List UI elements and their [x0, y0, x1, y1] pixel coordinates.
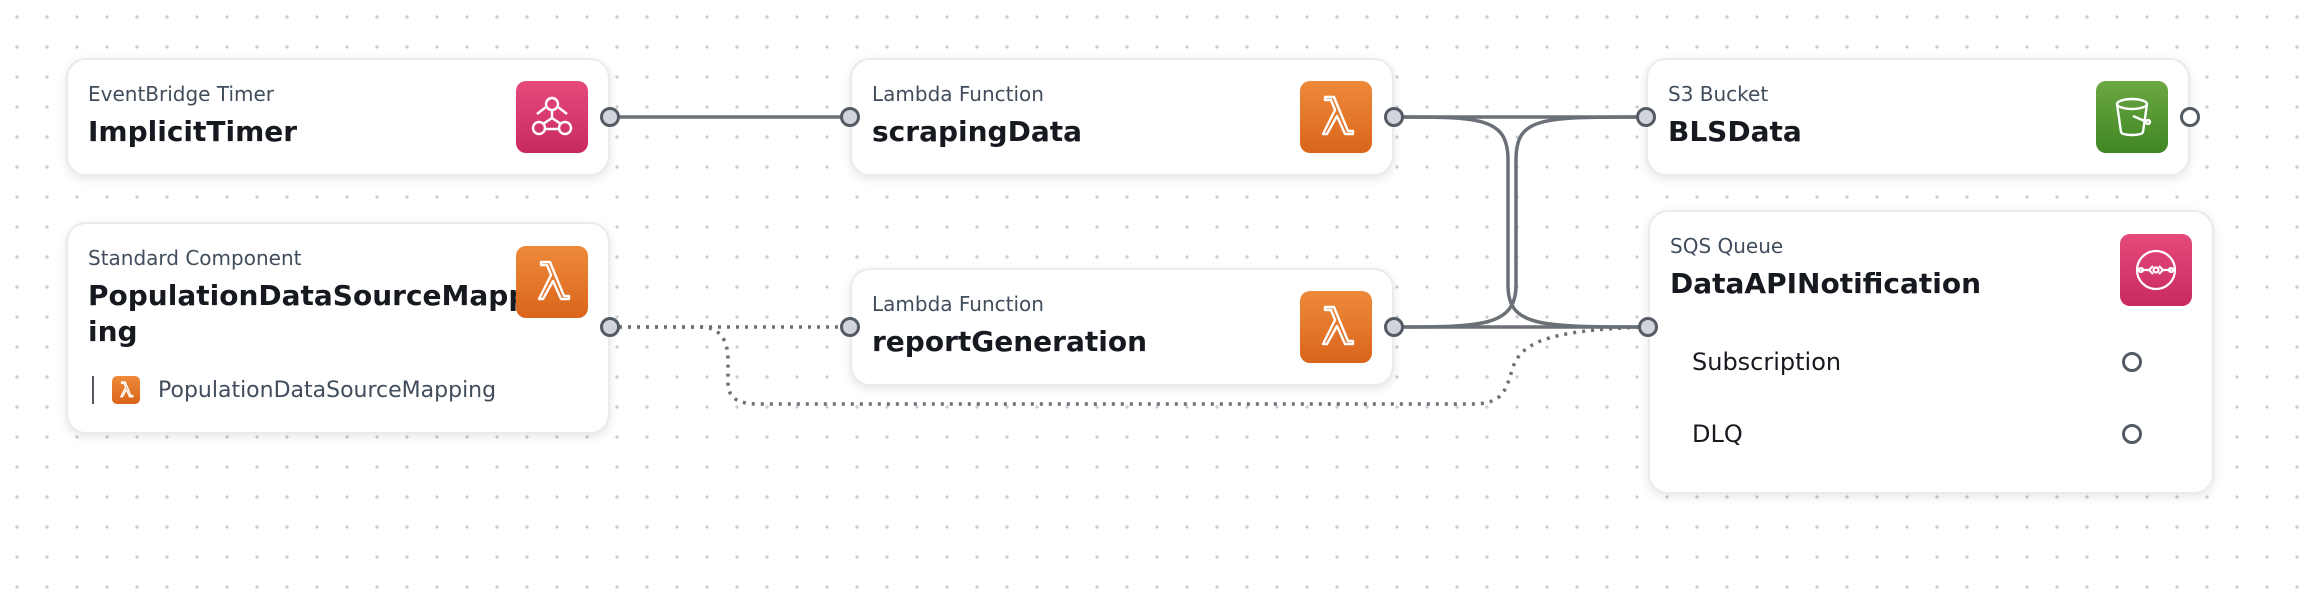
eventbridge-icon	[516, 81, 588, 153]
node-name: reportGeneration	[872, 325, 1148, 358]
node-bls-data[interactable]: S3 Bucket BLSData	[1646, 58, 2190, 176]
input-port[interactable]	[840, 107, 860, 127]
child-indent-bar	[92, 376, 94, 404]
lambda-icon	[1300, 81, 1372, 153]
dlq-port[interactable]	[2122, 424, 2142, 444]
node-type-label: Standard Component	[88, 246, 302, 270]
output-port[interactable]	[600, 107, 620, 127]
output-port[interactable]	[2180, 107, 2200, 127]
node-scraping-data[interactable]: Lambda Function scrapingData	[850, 58, 1394, 176]
node-report-generation[interactable]: Lambda Function reportGeneration	[850, 268, 1394, 386]
node-name-line-2: ing	[88, 315, 138, 348]
input-port[interactable]	[1636, 107, 1656, 127]
subscription-port[interactable]	[2122, 352, 2142, 372]
node-name: DataAPINotification	[1670, 267, 1982, 300]
node-name: BLSData	[1668, 115, 1802, 148]
node-implicit-timer[interactable]: EventBridge Timer ImplicitTimer	[66, 58, 610, 176]
input-port[interactable]	[1638, 317, 1658, 337]
node-type-label: SQS Queue	[1670, 234, 1784, 258]
node-name: PopulationDataSourceMapp ing	[88, 278, 528, 350]
dlq-row-label: DLQ	[1692, 420, 1743, 448]
child-component-label[interactable]: PopulationDataSourceMapping	[158, 378, 497, 403]
subscription-row-label: Subscription	[1692, 348, 1842, 376]
node-population-mapping[interactable]: Standard Component PopulationDataSourceM…	[66, 222, 610, 434]
node-name: ImplicitTimer	[88, 115, 298, 148]
wire-population-to-sqs	[610, 325, 1649, 406]
lambda-icon	[112, 376, 140, 404]
input-port[interactable]	[840, 317, 860, 337]
output-port[interactable]	[1384, 107, 1404, 127]
wire-report-to-bls	[1393, 115, 1647, 329]
node-name-line-1: PopulationDataSourceMapp	[88, 279, 529, 312]
output-port[interactable]	[600, 317, 620, 337]
s3-bucket-icon	[2096, 81, 2168, 153]
node-type-label: Lambda Function	[872, 292, 1044, 316]
lambda-icon	[1300, 291, 1372, 363]
output-port[interactable]	[1384, 317, 1404, 337]
lambda-icon	[516, 246, 588, 318]
wire-scraping-to-sqs	[1393, 115, 1649, 329]
node-type-label: Lambda Function	[872, 82, 1044, 106]
sqs-icon	[2120, 234, 2192, 306]
node-name: scrapingData	[872, 115, 1082, 148]
node-type-label: EventBridge Timer	[88, 82, 275, 106]
node-data-api-notification[interactable]: SQS Queue DataAPINotification Subscripti…	[1648, 210, 2214, 494]
node-type-label: S3 Bucket	[1668, 82, 1769, 106]
